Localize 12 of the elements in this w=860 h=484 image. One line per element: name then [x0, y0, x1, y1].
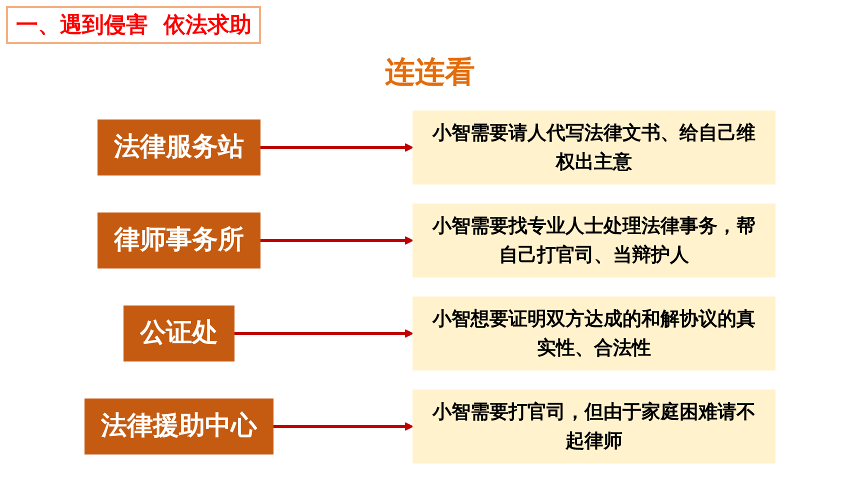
node-box: 小智想要证明双方达成的和解协议的真实性、合法性	[412, 296, 776, 370]
arrow	[260, 236, 414, 245]
arrow	[273, 422, 414, 431]
arrow	[260, 143, 414, 152]
section-heading: 一、遇到侵害 依法求助	[6, 6, 262, 44]
node-box: 小智需要找专业人士处理法律事务，帮自己打官司、当辩护人	[412, 204, 776, 278]
activity-heading: 连连看	[385, 55, 475, 90]
node-box: 法律服务站	[98, 120, 260, 176]
arrow	[234, 329, 414, 338]
node-box: 小智需要打官司，但由于家庭困难请不起律师	[412, 390, 776, 464]
node-box: 小智需要请人代写法律文书、给自己维权出主意	[412, 110, 776, 184]
node-box: 法律援助中心	[84, 398, 274, 454]
